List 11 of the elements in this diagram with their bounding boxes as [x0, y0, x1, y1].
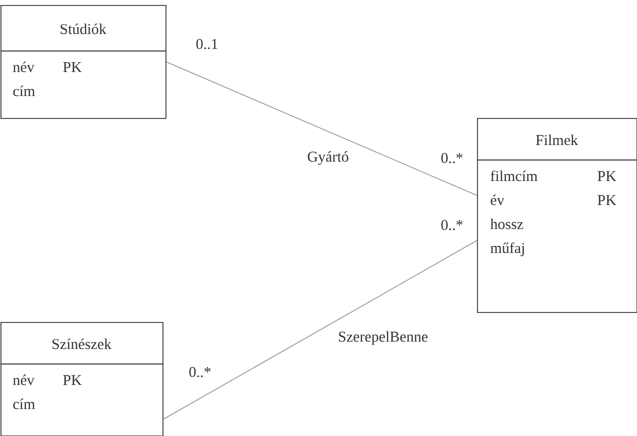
multiplicity-label: 0..* — [440, 218, 464, 232]
multiplicity-label: 0..* — [188, 366, 212, 378]
association-line — [162, 240, 478, 420]
edge-label: SzerepelBenne — [337, 330, 429, 346]
class-box: Filmek filmcím PK év PK hossz műfaj — [476, 118, 637, 313]
class-box: Színészek név PK cím — [0, 322, 164, 436]
association-line — [166, 62, 478, 196]
multiplicity-label: 0..1 — [194, 38, 220, 50]
class-box: Stúdiók név PK cím — [0, 5, 166, 119]
edge-label: Gyártó — [306, 150, 350, 166]
multiplicity-label: 0..* — [440, 152, 464, 164]
